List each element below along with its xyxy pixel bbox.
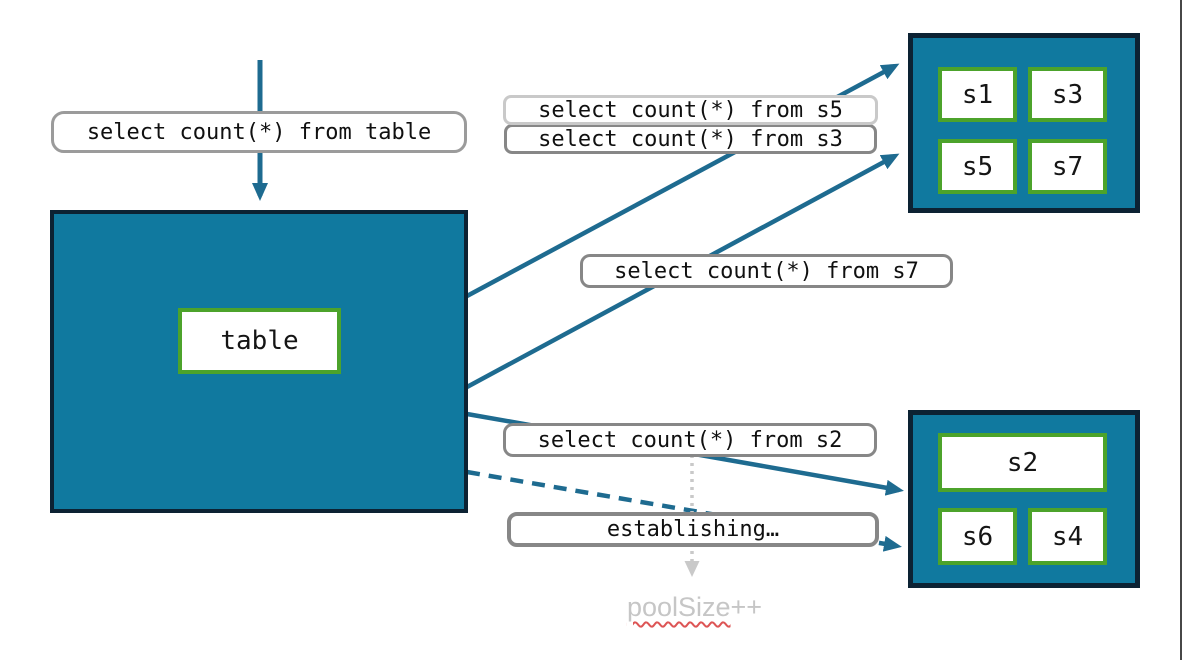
query-label-s2: select count(*) from s2 xyxy=(503,423,877,457)
shard-s6: s6 xyxy=(938,508,1017,565)
shard-s1: s1 xyxy=(938,67,1017,122)
shard-s3-label: s3 xyxy=(1051,79,1084,110)
slide-right-edge xyxy=(1180,0,1182,660)
query-label-s2-text: select count(*) from s2 xyxy=(537,427,843,453)
shard-s7-label: s7 xyxy=(1051,151,1084,182)
query-label-s7-text: select count(*) from s7 xyxy=(614,258,919,284)
table-name-box: table xyxy=(178,308,341,374)
shard-s6-label: s6 xyxy=(961,521,994,552)
shard-s5: s5 xyxy=(938,139,1017,194)
establishing-label-text: establishing… xyxy=(606,517,780,542)
poolsize-text: poolSize xyxy=(626,592,731,622)
shard-s4: s4 xyxy=(1028,508,1107,565)
shard-s1-label: s1 xyxy=(961,79,994,110)
establishing-label: establishing… xyxy=(507,512,879,547)
shard-s2: s2 xyxy=(938,433,1107,492)
poolsize-suffix: ++ xyxy=(730,592,763,622)
shard-s7: s7 xyxy=(1028,139,1107,194)
query-label-table: select count(*) from table xyxy=(51,111,467,153)
shard-s3: s3 xyxy=(1028,67,1107,122)
query-label-s3-text: select count(*) from s3 xyxy=(538,126,843,152)
shard-s4-label: s4 xyxy=(1051,521,1084,552)
query-label-s3: select count(*) from s3 xyxy=(504,124,877,154)
query-label-s5-text: select count(*) from s5 xyxy=(538,97,843,123)
shard-s5-label: s5 xyxy=(961,151,994,182)
poolsize-annotation: poolSize++ xyxy=(597,592,792,623)
shard-s2-label: s2 xyxy=(1006,447,1039,478)
query-label-s5: select count(*) from s5 xyxy=(503,95,878,125)
query-label-table-text: select count(*) from table xyxy=(86,119,432,145)
query-label-s7: select count(*) from s7 xyxy=(580,254,953,288)
table-name-label: table xyxy=(220,326,299,356)
